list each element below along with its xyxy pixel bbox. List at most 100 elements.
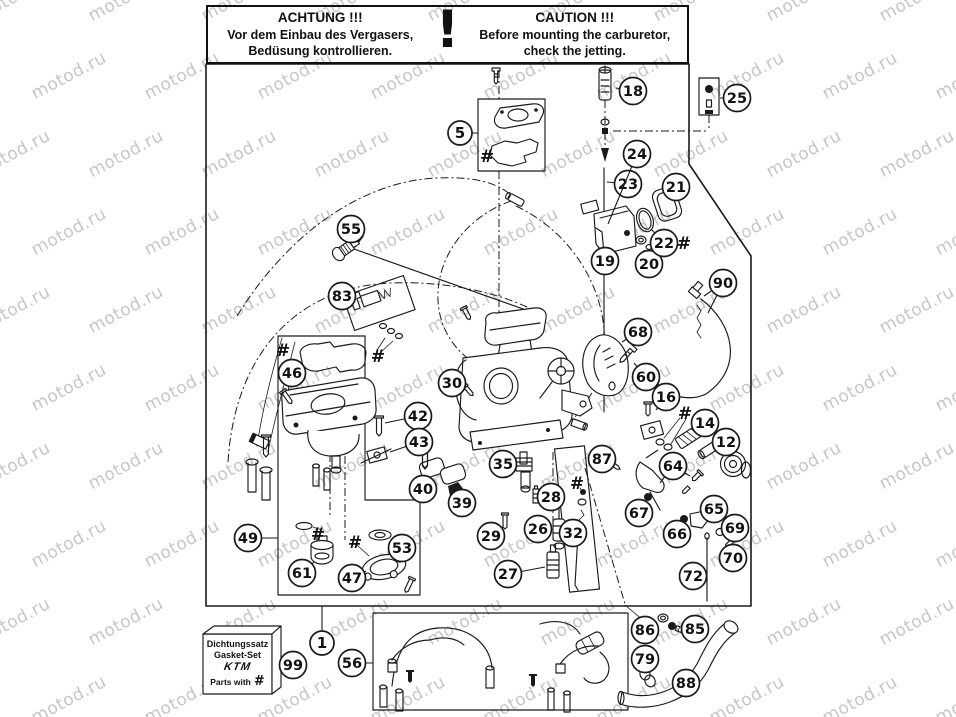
bowl-plug	[310, 535, 334, 565]
callout-number: 88	[676, 676, 696, 692]
gasket-kit-note-text: Parts with	[210, 676, 251, 687]
throttle-linkage-cluster	[635, 449, 738, 602]
callout-number: 69	[725, 521, 745, 537]
callout-66: 66	[662, 519, 692, 549]
callout-27: 27	[493, 559, 546, 589]
callout-22: 22	[649, 228, 679, 258]
gasket-part-marker: #	[480, 147, 494, 167]
callout-35: 35	[488, 449, 518, 479]
callout-55: 55	[336, 214, 366, 244]
callout-24: 24	[607, 139, 652, 225]
hose-kit-parts	[378, 621, 610, 713]
callout-43: 43	[389, 427, 434, 457]
callout-16: 16	[651, 382, 681, 412]
callout-39: 39	[447, 488, 477, 518]
callout-number: 42	[408, 409, 428, 425]
main-jet	[546, 544, 560, 579]
callout-25: 25	[720, 83, 752, 113]
callout-60: 60	[631, 362, 661, 392]
callout-number: 56	[342, 656, 362, 672]
callout-99: 99	[278, 650, 308, 680]
gasket-kit-label-en: Gasket-Set	[213, 650, 262, 661]
hash-icon: #	[253, 674, 265, 690]
callout-64: 64	[658, 451, 691, 484]
callout-number: 27	[498, 567, 518, 583]
warning-english-line1: Before mounting the carburetor,	[479, 28, 671, 43]
callout-12: 12	[711, 427, 741, 457]
callout-number: 61	[292, 566, 312, 582]
callout-number: 90	[713, 276, 733, 292]
callout-number: 40	[413, 482, 433, 498]
cover-kit-box	[477, 98, 546, 172]
callout-30: 30	[437, 368, 467, 398]
callout-18: 18	[615, 76, 648, 106]
callout-87: 87	[587, 444, 617, 474]
callout-number: 30	[442, 376, 462, 392]
callout-49: 49	[233, 523, 278, 553]
callout-number: 19	[595, 254, 615, 270]
callout-number: 32	[563, 526, 583, 542]
callout-number: 67	[629, 506, 649, 522]
callout-67: 67	[624, 498, 654, 528]
callout-70: 70	[718, 543, 748, 573]
callout-number: 24	[627, 147, 647, 163]
callout-40: 40	[408, 474, 438, 504]
cable-end-fitting	[505, 191, 525, 207]
callout-number: 72	[683, 569, 703, 585]
callout-number: 66	[667, 527, 687, 543]
callout-number: 29	[481, 529, 501, 545]
callout-number: 85	[685, 622, 705, 638]
callout-number: 49	[238, 531, 258, 547]
needle-kit-parts	[705, 85, 713, 114]
callout-14: 14	[690, 408, 720, 438]
callout-number: 64	[663, 459, 683, 475]
gasket-kit-label-de: Dichtungssatz	[206, 638, 269, 649]
callout-number: 20	[639, 257, 659, 273]
callout-28: 28	[536, 482, 566, 512]
gasket-part-marker: #	[371, 347, 385, 367]
warning-german-line2: Bedüsung kontrollieren.	[248, 44, 393, 59]
callout-53: 53	[387, 533, 417, 563]
callout-number: 53	[392, 541, 412, 557]
callout-number: 47	[342, 571, 362, 587]
callout-number: 23	[618, 177, 638, 193]
gasket-part-marker: #	[348, 533, 362, 553]
warning-german-title: ACHTUNG !!!	[277, 10, 363, 26]
choke-lever	[582, 334, 638, 397]
callout-83: 83	[327, 281, 357, 311]
callout-number: 26	[528, 522, 548, 538]
callout-79: 79	[630, 644, 660, 674]
plunger-kit-box	[342, 274, 416, 332]
gasket-part-marker: #	[276, 341, 290, 361]
warning-german-line1: Vor dem Einbau des Vergasers,	[227, 28, 414, 43]
callout-65: 65	[699, 494, 729, 524]
needle-kit-box	[698, 77, 720, 116]
callout-number: 43	[409, 435, 429, 451]
bowl-oring	[295, 521, 313, 531]
cable-boot	[245, 458, 273, 501]
gasket-kit-note: Parts with #	[210, 674, 265, 689]
callout-number: 55	[341, 222, 361, 238]
callout-1: 1	[309, 607, 335, 656]
gasket-part-marker: #	[570, 474, 584, 494]
callout-26: 26	[523, 514, 553, 544]
exclamation-icon: !	[435, 0, 460, 61]
callout-number: 46	[282, 366, 302, 382]
callout-number: 16	[656, 390, 676, 406]
callout-47: 47	[337, 563, 367, 593]
callout-5: 5	[447, 120, 478, 146]
callout-21: 21	[661, 172, 691, 202]
callout-19: 19	[590, 246, 620, 276]
callout-88: 88	[671, 668, 701, 698]
callout-20: 20	[634, 249, 664, 279]
warning-english-title: CAUTION !!!	[535, 10, 615, 26]
callout-90: 90	[703, 268, 738, 314]
callout-56: 56	[337, 648, 373, 678]
gasket-kit-legend: Dichtungssatz Gasket-Set KTM Parts with …	[203, 634, 272, 694]
callout-number: 79	[635, 652, 655, 668]
callout-number: 70	[723, 551, 743, 567]
callout-number: 60	[636, 370, 656, 386]
callout-number: 68	[628, 325, 648, 341]
